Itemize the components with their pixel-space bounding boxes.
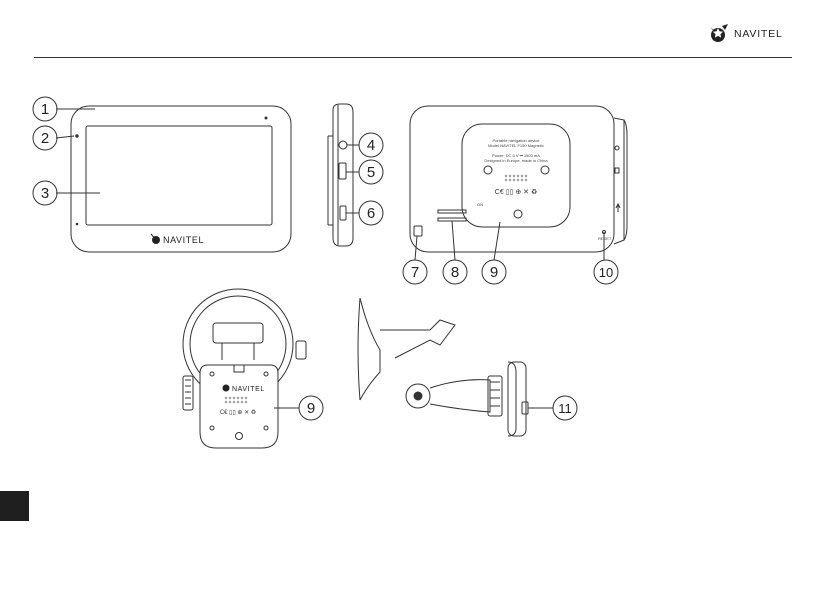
on-label: ON: [477, 202, 483, 207]
cert-marks-mount: C€ ▯▯ ⊕ ✕ ♻: [220, 409, 256, 416]
callout-label-3: 3: [41, 185, 49, 202]
brand-logo: NAVITEL: [708, 24, 783, 44]
callout-7: [402, 259, 428, 285]
callout-11: [552, 395, 578, 421]
device-front-logo: NAVITEL: [163, 235, 204, 245]
callout-8: [442, 259, 468, 285]
callout-label-7: 7: [411, 264, 419, 281]
speaker-dots: [224, 174, 528, 404]
navitel-logo-icon: [710, 24, 728, 42]
navitel-logo-icon: [222, 384, 230, 392]
mount-logo: NAVITEL: [232, 386, 265, 393]
callout-1: [32, 96, 58, 122]
callout-label-4: 4: [367, 137, 375, 154]
callout-9-mount: [298, 395, 324, 421]
brand-name: NAVITEL: [734, 28, 783, 40]
mount-front-view: [182, 288, 307, 449]
back-label-line1: Portable navigation device: [493, 138, 541, 143]
callout-2: [32, 125, 58, 151]
callout-4: [358, 132, 384, 158]
callout-label-2: 2: [41, 130, 49, 147]
callout-9: [481, 259, 507, 285]
cert-marks-back: C€ ▯▯ ⊕ ✕ ♻: [495, 189, 537, 196]
callout-5: [358, 159, 384, 185]
back-view: [409, 105, 628, 253]
callout-label-10: 10: [599, 265, 613, 280]
back-label-line3: Power: DC 5 V ⎓ 1500 mA: [492, 153, 540, 158]
callout-label-5: 5: [367, 164, 375, 181]
page-tab: [0, 491, 29, 521]
callout-10: [593, 259, 619, 285]
header-rule: [34, 57, 792, 58]
callout-label-6: 6: [367, 205, 375, 222]
callout-6: [358, 200, 384, 226]
callout-3: [32, 180, 58, 206]
reset-label: RESET: [598, 236, 612, 241]
back-label-line4: Designed in Europe, made in China: [484, 158, 548, 163]
callout-label-11: 11: [558, 401, 572, 416]
back-label-line2: Model NAVITEL F150 Magnetic: [488, 143, 544, 148]
callout-label-1: 1: [41, 101, 49, 118]
callout-label-9: 9: [490, 264, 498, 281]
side-view: [327, 103, 354, 247]
mount-side-view: [357, 297, 529, 437]
callout-label-9-mount: 9: [307, 400, 315, 417]
front-view: [70, 105, 292, 253]
callout-label-8: 8: [451, 264, 459, 281]
